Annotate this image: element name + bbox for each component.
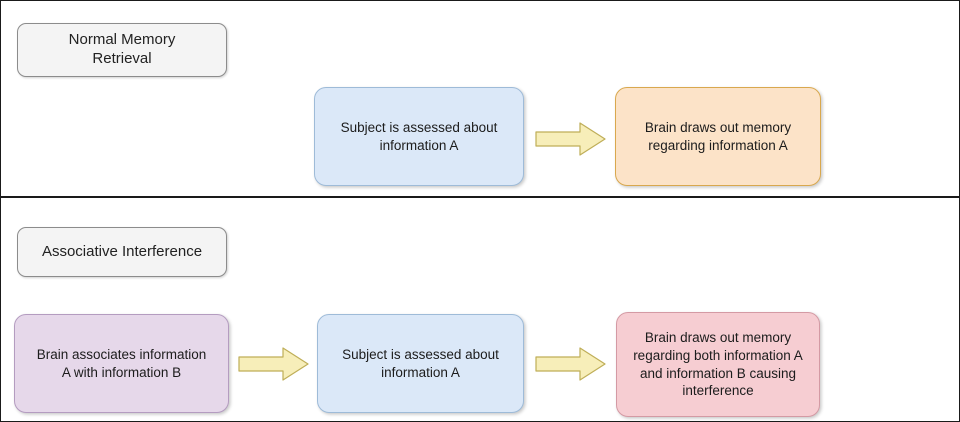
arrow-top-assessed-to-draws-out <box>535 121 606 157</box>
node-bottom-subject-assessed: Subject is assessed about information A <box>317 314 524 413</box>
block-arrow-icon <box>238 347 309 381</box>
panel-label-text: Normal Memory Retrieval <box>68 31 176 67</box>
panel-divider <box>1 196 959 198</box>
node-text: Subject is assessed about information A <box>342 346 499 380</box>
node-text: Subject is assessed about information A <box>340 119 498 153</box>
node-top-subject-assessed: Subject is assessed about information A <box>314 87 524 186</box>
block-arrow-icon <box>535 347 606 381</box>
panel-label-normal-memory-retrieval: Normal Memory Retrieval <box>17 23 227 77</box>
node-bottom-brain-draws-out: Brain draws out memory regarding both in… <box>616 312 820 417</box>
node-text: Brain draws out memory regarding both in… <box>633 330 803 399</box>
node-text: Brain associates information A with info… <box>36 346 207 380</box>
arrow-bottom-associates-to-assessed <box>238 346 309 382</box>
arrow-bottom-assessed-to-draws-out <box>535 346 606 382</box>
node-top-brain-draws-out: Brain draws out memory regarding informa… <box>615 87 821 186</box>
block-arrow-icon <box>535 122 606 156</box>
panel-label-text: Associative Interference <box>41 242 203 260</box>
panel-label-associative-interference: Associative Interference <box>17 227 227 277</box>
node-text: Brain draws out memory regarding informa… <box>644 119 792 153</box>
node-bottom-brain-associates: Brain associates information A with info… <box>14 314 229 413</box>
